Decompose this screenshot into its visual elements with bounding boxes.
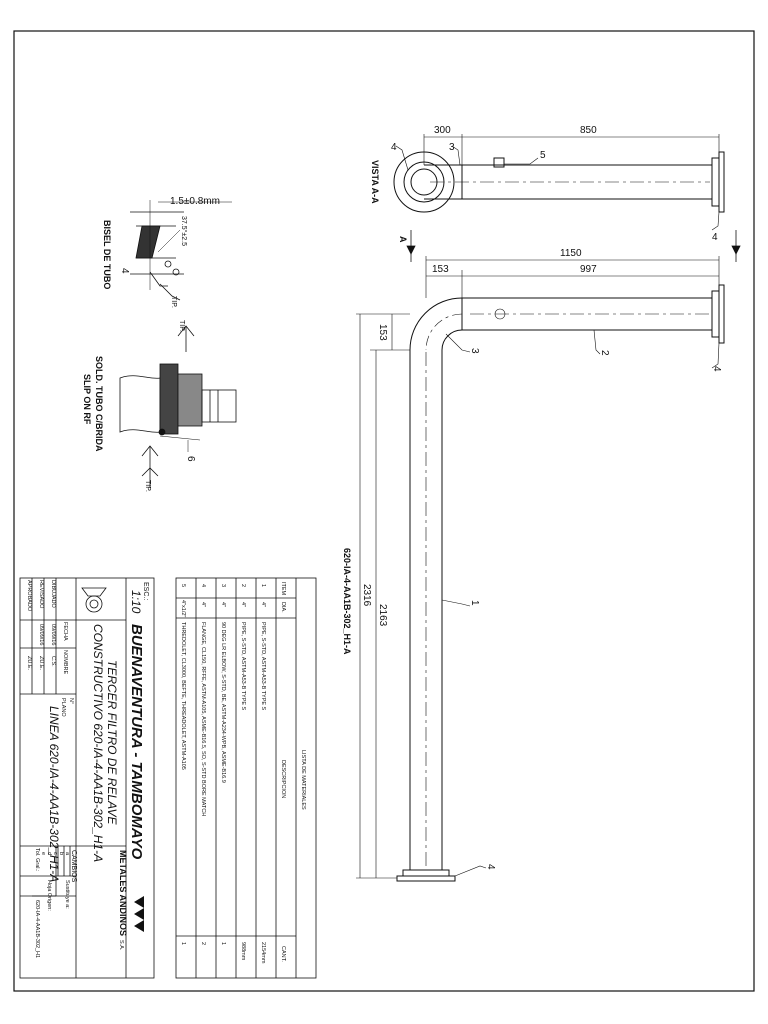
hoja-origen-value: 620-IA-4-AA1B-302_H1 <box>34 900 40 958</box>
dim-997: 997 <box>580 264 597 275</box>
dim-153-top: 153 <box>432 264 449 275</box>
bom-row-4-item: 4 <box>200 584 206 587</box>
sheet-border <box>13 30 755 992</box>
bom-row-2-desc: PIPE, S-STD, ASTM-A53-B TYPE S <box>240 622 246 711</box>
flange-label-1: SOLD. TUBO C/BRIDA <box>94 356 104 452</box>
aprobado-nombre: ZU.E. <box>26 656 32 671</box>
dim-153-side: 153 <box>377 324 388 341</box>
view-dim-300: 300 <box>434 125 451 136</box>
bom-row-1-dia: 4" <box>260 602 266 607</box>
company-logo <box>134 896 144 932</box>
revisado-nombre: ZU.E. <box>38 656 44 671</box>
tol-gral-label: Tol. Gral.: <box>34 848 40 872</box>
dibujado-label: DIBUJADO <box>50 580 56 609</box>
bom-header-desc: DESCRIPCION <box>280 760 286 798</box>
bom-row-2-dia: 4" <box>240 602 246 607</box>
cambios-label: CAMBIOS <box>70 850 77 883</box>
flange-label-2: SLIP ON RF <box>82 374 92 425</box>
view-a-a <box>393 134 725 231</box>
bom-row-3-desc: 90 DEG LR ELBOW, S-STD, BE, ASTM-A234-WP… <box>220 622 226 783</box>
cambio-b: b <box>58 852 64 855</box>
dim-2163: 2163 <box>377 604 388 627</box>
revisado-label: REVISADO <box>38 580 44 609</box>
title-block <box>19 577 155 979</box>
client-name: BUENAVENTURA - TAMBOMAYO <box>128 624 145 860</box>
revisado-fecha: 09/09/16 <box>38 624 44 645</box>
cambio-a: a <box>64 852 70 856</box>
bom-header-dia: DIA. <box>280 602 286 613</box>
bom-row-4-dia: 4" <box>200 602 206 607</box>
flange-detail <box>119 363 237 488</box>
company-name: METALES ANDINOS <box>118 850 128 936</box>
project-line-2: CONSTRUCTIVO 620-IA-4-AA1B-302_H1-A <box>91 624 105 862</box>
cambio-e: e <box>40 852 46 855</box>
main-callout-1: 1 <box>469 600 480 606</box>
sustituye-label: Sustituye a: <box>64 880 70 909</box>
hoja-origen-label: Hoja Origen: <box>46 880 52 911</box>
section-marker-left: A <box>398 236 408 243</box>
cambio-c: c <box>52 852 58 855</box>
bevel-tip-2: TIP. <box>178 320 185 332</box>
cambio-d: d <box>46 852 52 855</box>
bevel-detail <box>130 200 232 352</box>
view-dim-850: 850 <box>580 125 597 136</box>
bom-row-2-qty: 988mm <box>240 942 246 961</box>
flange-callout: 6 <box>185 456 196 462</box>
bom-row-1-item: 1 <box>260 584 266 587</box>
aprobado-label: APROBADO <box>26 580 32 612</box>
bom-row-5-dia: 4"x1/2" <box>180 600 186 617</box>
view-callout-5: 5 <box>540 150 546 161</box>
bom-row-2-item: 2 <box>240 584 246 587</box>
view-callout-4a: 4 <box>391 142 397 153</box>
bom-row-3-qty: 1 <box>220 942 226 945</box>
bom-row-5-qty: 1 <box>180 942 186 945</box>
main-callout-3: 3 <box>469 348 480 354</box>
project-line-1: TERCER FILTRO DE RELAVE <box>105 660 119 825</box>
bevel-callout: 4 <box>119 268 130 274</box>
bom-row-5-desc: THREDOLET, CL3000, BEFTE, THREADOLET, AS… <box>180 622 186 770</box>
view-title: VISTA A-A <box>370 160 380 204</box>
dim-2316: 2316 <box>361 584 372 607</box>
main-callout-4b: 4 <box>485 864 496 870</box>
bevel-label: BISEL DE TUBO <box>102 220 112 289</box>
dim-1150: 1150 <box>560 248 582 259</box>
bevel-angle: 37.5°±2.5 <box>180 216 188 246</box>
bom-row-1-qty: 2154mm <box>260 942 266 964</box>
bom-header-item: ITEM <box>280 582 286 596</box>
bom-title: LISTA DE MATERIALES <box>300 750 306 810</box>
bevel-tip-1: TIP. <box>170 296 177 308</box>
main-pipe-view <box>356 256 725 882</box>
plan-label: PLANO <box>60 698 66 717</box>
bom-row-5-item: 5 <box>180 584 186 587</box>
bom-row-1-desc: PIPE, S-STD, ASTM-A53-B TYPE S <box>260 622 266 711</box>
line-number-label: 620-IA-4-AA1B-302_H1-A <box>342 548 352 655</box>
bom-header-qty: CANT. <box>280 946 286 962</box>
plan-number-label: N° <box>68 698 74 704</box>
fecha-label: FECHA <box>62 622 68 641</box>
bom-row-3-dia: 4" <box>220 602 226 607</box>
company-suffix: S.A. <box>118 940 124 951</box>
dibujado-nombre: C.S. <box>50 656 56 667</box>
bom-row-3-item: 3 <box>220 584 226 587</box>
main-callout-4a: 4 <box>711 366 722 372</box>
flange-tip: TIP. <box>144 480 151 492</box>
scale-value: 1:10 <box>129 590 143 614</box>
scale-label: ESC.: <box>142 582 149 600</box>
bom-row-4-qty: 2 <box>200 942 206 945</box>
dibujado-fecha: 09/09/16 <box>50 624 56 645</box>
plan-value: LINEA 620-IA-4-AA1B-302_H1-A <box>47 706 61 882</box>
bom-table <box>175 577 317 979</box>
bevel-gap: 1.5±0.8mm <box>170 196 220 207</box>
main-callout-2: 2 <box>599 350 610 356</box>
view-callout-4b: 4 <box>712 232 718 243</box>
section-markers <box>406 230 741 262</box>
bom-row-4-desc: FLANGE, CL150, RFFE, ASTM-A105, ASME-B16… <box>200 622 206 816</box>
view-callout-3: 3 <box>449 142 455 153</box>
nombre-label: NOMBRE <box>62 650 68 674</box>
